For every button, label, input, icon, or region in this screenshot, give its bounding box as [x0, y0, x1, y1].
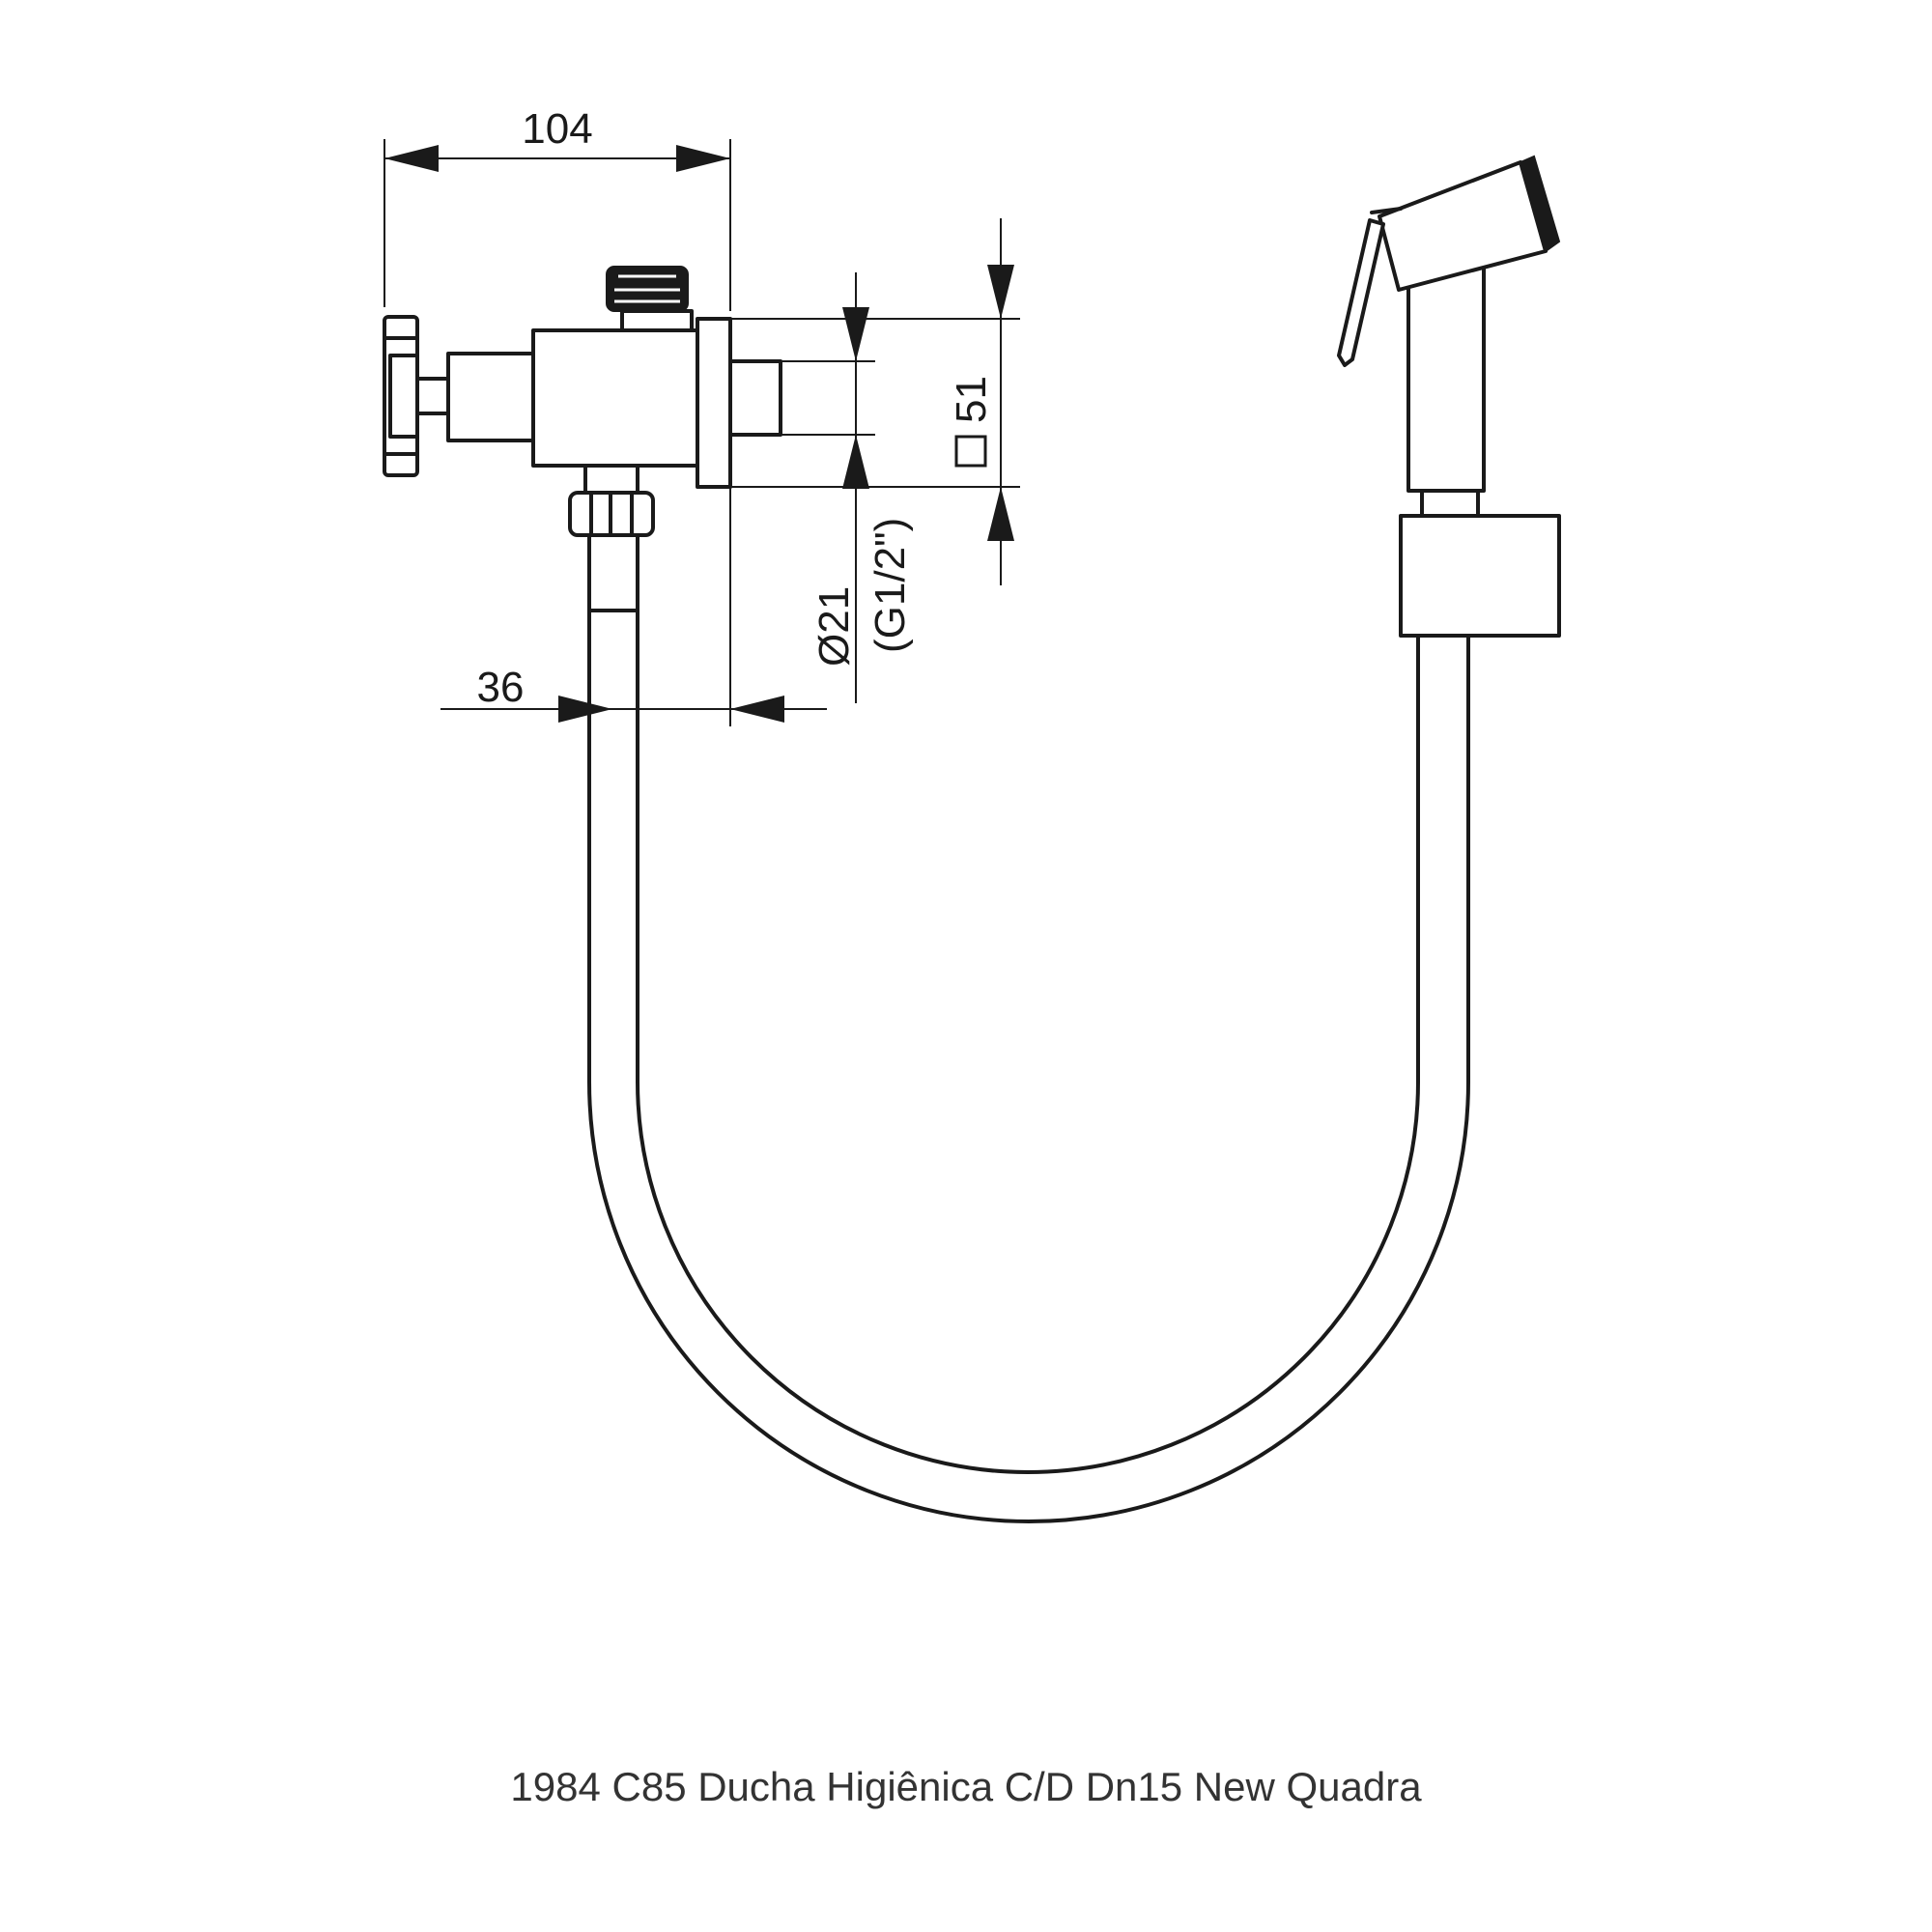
dimension-flange-square: 51 — [730, 218, 1020, 585]
dim-thread-label: (G1/2") — [867, 518, 914, 653]
valve-bonnet — [446, 352, 535, 442]
hose-outer-wall — [587, 609, 1470, 1523]
hose-ferrule — [587, 533, 639, 612]
top-connector-neck — [620, 309, 694, 332]
hex-nut — [568, 491, 655, 537]
square-icon — [954, 435, 987, 468]
dim-51-label: 51 — [948, 376, 995, 423]
wall-flange — [696, 317, 732, 489]
dim-diameter-label: Ø21 — [810, 586, 858, 667]
sprayer-head — [1337, 155, 1561, 493]
dim-36-label: 36 — [477, 664, 525, 711]
sprayer-holder — [1399, 489, 1561, 638]
valve-assembly — [383, 266, 782, 612]
hose-inner-wall — [636, 609, 1420, 1474]
dimension-pipe-diameter: Ø21 (G1/2") — [781, 272, 914, 703]
dimension-outlet-offset: 36 — [440, 487, 827, 726]
valve-body — [531, 328, 699, 468]
top-knurled-cap — [606, 266, 689, 312]
dimension-overall-width: 104 — [384, 105, 731, 311]
handwheel — [383, 315, 419, 477]
bottom-outlet-nipple — [583, 464, 639, 495]
dim-104-label: 104 — [522, 105, 592, 153]
drawing-caption: 1984 C85 Ducha Higiênica C/D Dn15 New Qu… — [510, 1764, 1422, 1809]
valve-stem — [415, 377, 450, 415]
wall-outlet-pipe — [728, 359, 782, 437]
